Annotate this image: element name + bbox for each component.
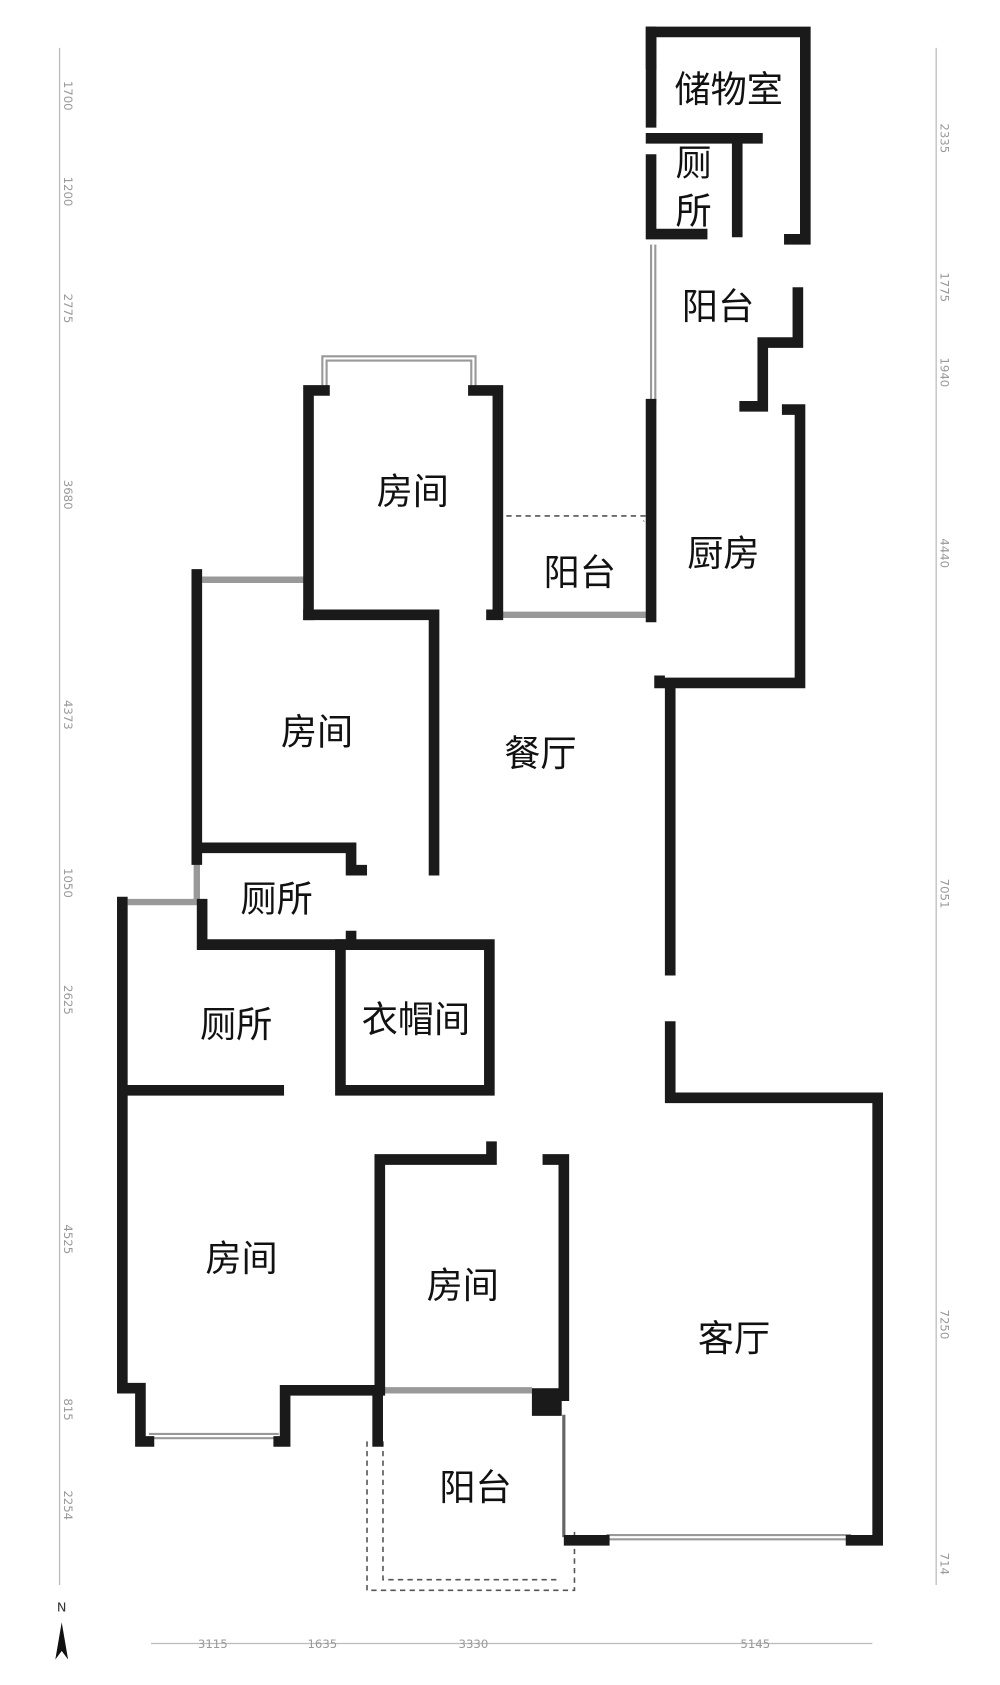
- dim-right: 7250: [937, 1310, 951, 1340]
- dim-bottom: 3330: [459, 1637, 489, 1651]
- dim-left: 2775: [61, 294, 75, 324]
- dim-right: 2335: [937, 123, 951, 153]
- dim-bottom: 5145: [740, 1637, 770, 1651]
- label-storage: 储物室: [674, 68, 782, 111]
- label-kitchen: 厨房: [687, 532, 759, 575]
- label-balcony-small: 阳台: [544, 551, 616, 594]
- north-arrow-icon: N: [55, 1601, 69, 1660]
- dim-left: 2625: [61, 985, 75, 1015]
- dim-left: 4373: [61, 700, 75, 730]
- dim-left: 3680: [61, 480, 75, 510]
- dim-left: 815: [61, 1398, 75, 1420]
- dim-left: 1050: [61, 868, 75, 898]
- dim-right: 7051: [937, 879, 951, 909]
- dim-left: 1700: [61, 81, 75, 111]
- dim-right: 714: [937, 1553, 951, 1575]
- dimension-lines: [58, 47, 937, 1645]
- left-dimensions: 1700 1200 2775 3680 4373 1050 2625 4525 …: [61, 81, 75, 1520]
- label-balcony-top: 阳台: [682, 285, 754, 328]
- label-balcony-bottom: 阳台: [439, 1466, 511, 1509]
- label-dining: 餐厅: [504, 732, 576, 775]
- label-toilet-mid: 厕所: [240, 878, 312, 921]
- right-dimensions: 2335 1775 1940 4440 7051 7250 714: [937, 123, 951, 1574]
- label-living: 客厅: [698, 1317, 770, 1360]
- dim-bottom: 1635: [307, 1637, 337, 1651]
- dim-right: 1940: [937, 357, 951, 387]
- bottom-dimensions: 3115 1635 3330 5145: [198, 1637, 770, 1651]
- balcony-outlines: [366, 515, 654, 1592]
- dim-right: 1775: [937, 272, 951, 302]
- room-labels: 储物室 厕 所 阳台 房间 阳台 厨房 房间 餐厅 厕所 厕所 衣帽间 房间 房…: [200, 68, 783, 1509]
- label-bedroom-mid: 房间: [281, 711, 353, 754]
- svg-text:N: N: [57, 1601, 67, 1616]
- dim-left: 2254: [61, 1490, 75, 1520]
- label-bedroom-top: 房间: [377, 470, 449, 513]
- label-toilet-top: 所: [676, 189, 712, 232]
- dim-bottom: 3115: [198, 1637, 228, 1651]
- label-toilet-left: 厕所: [200, 1003, 272, 1046]
- dim-left: 4525: [61, 1224, 75, 1254]
- walls: [117, 26, 883, 1546]
- label-bedroom-bottom-left: 房间: [205, 1237, 277, 1280]
- dim-right: 4440: [937, 538, 951, 568]
- label-toilet-top: 厕: [676, 142, 712, 185]
- label-bedroom-bottom-mid: 房间: [427, 1264, 499, 1307]
- label-cloakroom: 衣帽间: [362, 998, 470, 1041]
- dim-left: 1200: [61, 177, 75, 207]
